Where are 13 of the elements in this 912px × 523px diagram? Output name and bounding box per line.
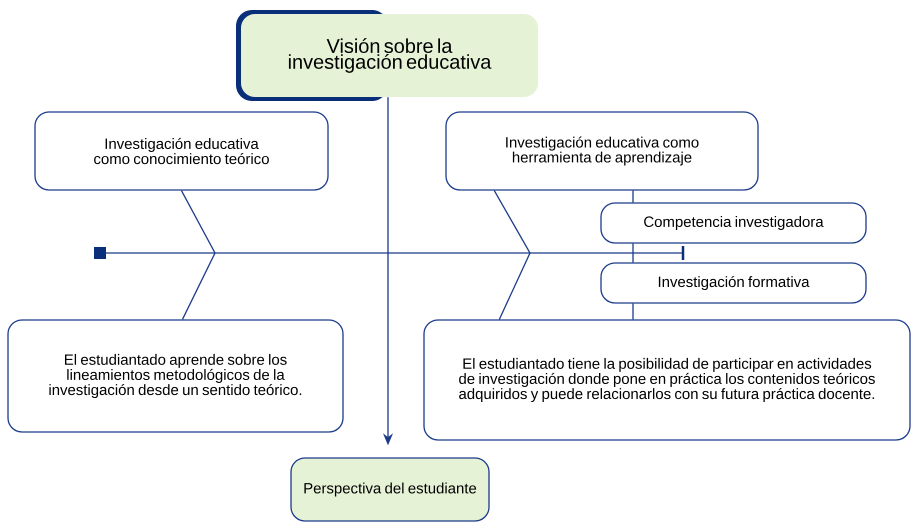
title-box: Visión sobre la investigación educativa: [236, 10, 538, 101]
text-box: Investigación educativa como conocimiento teórico: [34, 111, 329, 191]
text-box: Investigación formativa: [600, 262, 867, 304]
connector-line: [180, 190, 216, 320]
text-box: Perspectiva del estudiante: [290, 457, 490, 522]
connector-line: [632, 244, 634, 262]
text-box: El estudiantado tiene la posibilidad de participar en actividades de investigación donde pone en práctica los contenidos teóricos adquiridos y puede relacionarlos con su futura práctica docente.: [423, 319, 911, 441]
connector-line: [632, 190, 634, 202]
text-box: Competencia investigadora: [600, 202, 867, 244]
connector-line: [494, 190, 531, 320]
text-box: Investigación educativa como herramienta de aprendizaje: [445, 111, 759, 191]
connector-line: [632, 304, 634, 320]
text-box: El estudiantado aprende sobre los lineamientos metodológicos de la investigación desde un sentido teórico.: [7, 319, 344, 433]
